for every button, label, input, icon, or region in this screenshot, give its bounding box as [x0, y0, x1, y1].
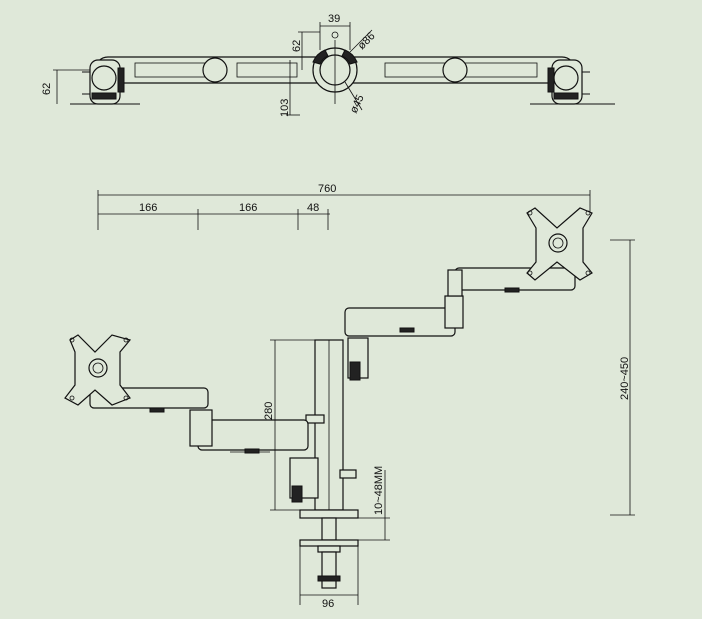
- left-vesa-plate: [64, 334, 132, 406]
- dim-280: 280: [263, 402, 275, 420]
- right-arm: [344, 267, 576, 381]
- top-right-vesa-mount: [547, 59, 590, 105]
- dim-62-left: 62: [41, 83, 53, 95]
- center-pole: [305, 339, 357, 511]
- dim-phi86: ø86: [356, 30, 378, 52]
- dim-166-a: 166: [139, 202, 157, 214]
- dim-48: 48: [307, 202, 319, 214]
- dim-103: 103: [279, 99, 291, 117]
- dim-760: 760: [318, 183, 336, 195]
- dim-166-b: 166: [239, 202, 257, 214]
- right-vesa-plate: [526, 207, 593, 281]
- dim-phi45: ø45: [348, 93, 367, 115]
- desk-clamp: [299, 509, 359, 589]
- left-arm: [89, 387, 319, 503]
- top-center-pole: [312, 31, 358, 104]
- top-view: 39 62 ø86 103 ø45 62: [41, 13, 615, 117]
- dim-10-48mm: 10~48MM: [373, 466, 385, 515]
- dim-62-center: 62: [291, 40, 303, 52]
- dim-96: 96: [322, 598, 334, 610]
- front-view: 760 166 166 48: [64, 183, 635, 610]
- dim-240-450: 240~450: [619, 357, 631, 400]
- dim-39: 39: [328, 13, 340, 25]
- top-left-vesa-mount: [82, 59, 125, 105]
